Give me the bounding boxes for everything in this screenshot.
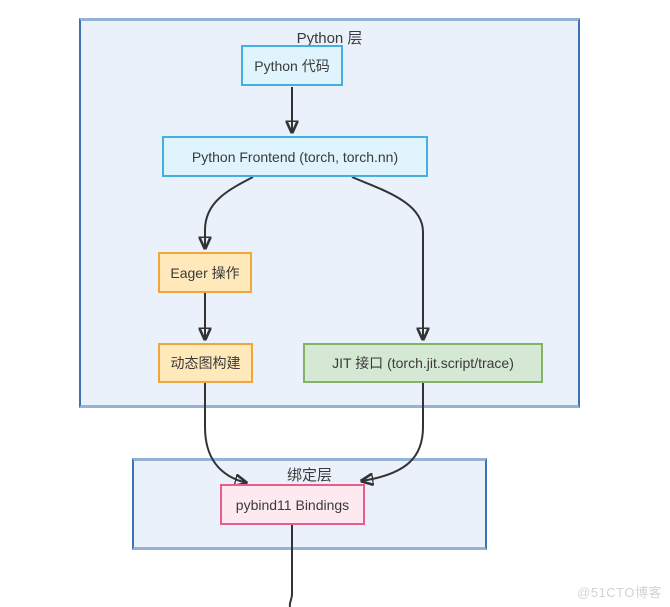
node-dynamic-graph: 动态图构建: [158, 343, 253, 383]
node-python-code: Python 代码: [241, 45, 343, 86]
node-eager-ops: Eager 操作: [158, 252, 252, 293]
node-jit-interface: JIT 接口 (torch.jit.script/trace): [303, 343, 543, 383]
node-pybind11-bindings: pybind11 Bindings: [220, 484, 365, 525]
watermark-51cto: @51CTO博客: [577, 585, 662, 600]
node-python-frontend: Python Frontend (torch, torch.nn): [162, 136, 428, 177]
